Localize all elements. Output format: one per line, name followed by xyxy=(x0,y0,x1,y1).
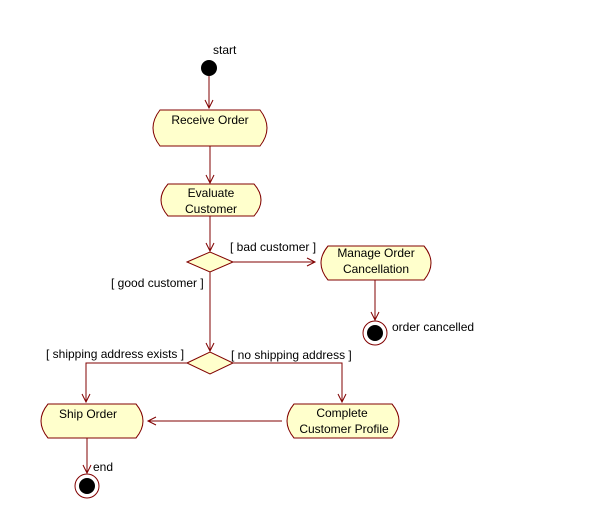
evaluate-customer-label-line2: Customer xyxy=(185,202,237,216)
guard-no-shipping-address: [ no shipping address ] xyxy=(231,348,352,362)
arrowhead xyxy=(82,464,92,475)
arrowhead xyxy=(205,242,215,253)
activity-complete-customer-profile xyxy=(286,403,400,439)
activity-manage-order-cancellation xyxy=(320,245,432,281)
start-label: start xyxy=(213,43,237,57)
arrowhead xyxy=(81,393,91,404)
flow-to-ship-order xyxy=(85,362,187,402)
arrowhead xyxy=(146,416,157,426)
arrowhead xyxy=(205,174,215,185)
end-label: end xyxy=(93,460,113,474)
activity-receive-order xyxy=(152,109,268,147)
manage-order-label-line2: Cancellation xyxy=(343,262,409,276)
arrowhead xyxy=(205,342,215,353)
arrowhead xyxy=(337,393,347,404)
end-node-order-cancelled-dot xyxy=(367,325,383,341)
activity-ship-order xyxy=(40,403,144,439)
arrowhead xyxy=(370,311,380,322)
guard-bad-customer: [ bad customer ] xyxy=(230,240,316,254)
decision-customer xyxy=(185,251,235,273)
guard-good-customer: [ good customer ] xyxy=(111,276,204,290)
activity-evaluate-customer xyxy=(160,183,262,217)
order-cancelled-label: order cancelled xyxy=(392,320,474,334)
complete-profile-label-line2: Customer Profile xyxy=(299,422,389,436)
flow-to-complete-profile xyxy=(233,362,343,402)
start-node xyxy=(201,60,217,76)
arrowhead xyxy=(204,99,214,110)
end-node-dot xyxy=(79,478,95,494)
guard-shipping-address-exists: [ shipping address exists ] xyxy=(46,347,184,361)
receive-order-label: Receive Order xyxy=(171,113,248,127)
arrowhead xyxy=(306,257,317,267)
ship-order-label: Ship Order xyxy=(59,407,117,421)
complete-profile-label-line1: Complete xyxy=(316,406,368,420)
evaluate-customer-label-line1: Evaluate xyxy=(188,186,235,200)
manage-order-label-line1: Manage Order xyxy=(337,246,414,260)
decision-shipping-address xyxy=(185,351,235,375)
